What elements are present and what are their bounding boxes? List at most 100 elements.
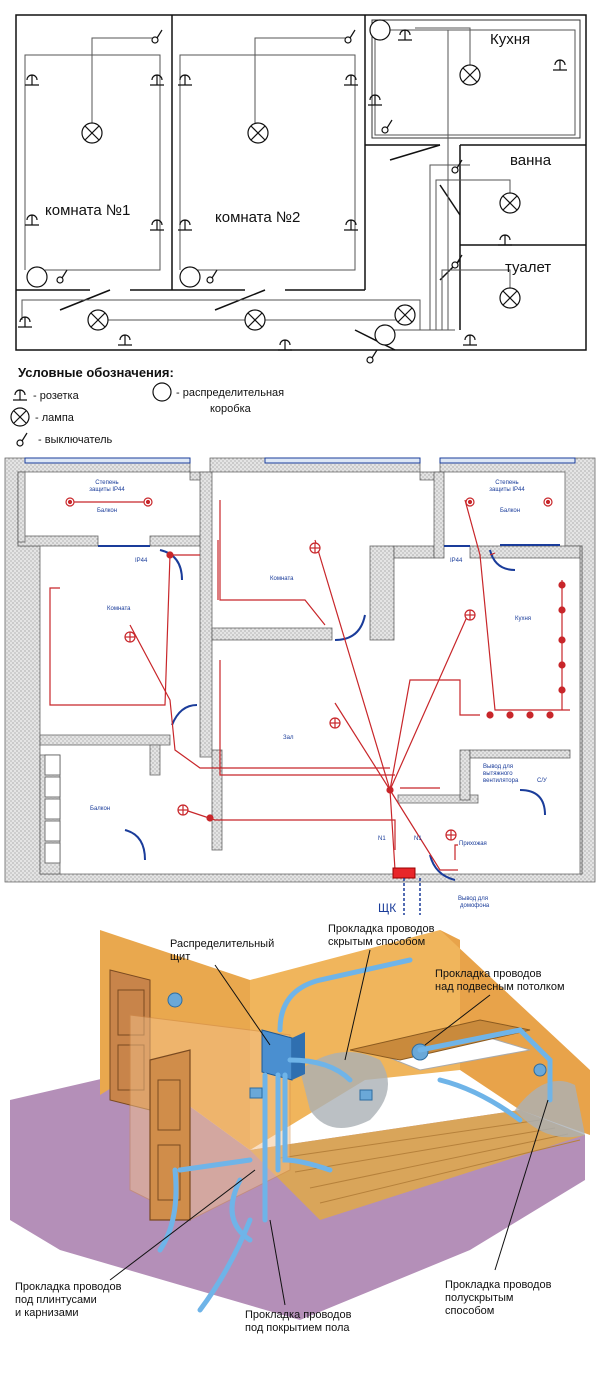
label-bath: ванна [510,152,552,169]
distribution-panel-icon [261,1029,293,1081]
doors-windows [98,544,560,881]
balcony-protection-left-1: Степень [95,480,118,486]
plan1-svg: комната №1 комната №2 Кухня ванна туалет… [10,14,587,447]
label-bathroom: С/У [537,778,547,784]
junction-box-icon [386,786,394,794]
socket-icon [18,316,32,328]
label-room-top: Комната [270,576,294,582]
electrical-panel-icon [392,867,416,879]
label-panel-1: Распределительный [170,938,274,950]
socket-icon [278,339,292,351]
lamp-icon [499,287,521,309]
socket-icon [398,29,412,41]
junction-box-icon [179,266,201,288]
door-panel-icon [157,1079,181,1131]
label-semi-3: способом [445,1305,494,1317]
wiring-plan-schematic: комната №1 комната №2 Кухня ванна туалет… [0,0,600,450]
socket-box-icon [359,1089,373,1101]
socket-icon [25,74,39,86]
socket-icon [344,219,358,231]
label-ip44-right: IP44 [450,558,463,564]
door-bath [439,184,461,216]
lamp-icon [445,829,457,841]
wire-conduits [157,957,553,1313]
label-baseboard-1: Прокладка проводов [15,1281,122,1293]
label-baseboard-3: и карнизами [15,1307,79,1319]
label-storage: Балкон [90,806,110,812]
switch-icon [344,29,356,44]
label-semi-2: полускрытым [445,1292,513,1304]
plan1-lamps [81,64,521,331]
wall-boxes [167,992,547,1101]
switch-icon [151,29,163,44]
label-ceiling-1: Прокладка проводов [435,968,542,980]
junction-box-icon [374,324,396,346]
label-floor-1: Прокладка проводов [245,1309,352,1321]
socket-icon [368,94,382,106]
wall-cutout-right [515,1080,585,1138]
label-panel: ЩК [378,901,396,915]
lamp-icon [124,631,136,643]
lamp-icon [247,122,269,144]
leader-lines [109,949,549,1306]
kitchen-inner [371,19,581,139]
switch-icon [451,159,463,174]
label-ceiling-2: над подвесным потолком [435,981,565,993]
label-kitchen: Кухня [490,31,530,48]
junction-box-icon [167,992,183,1008]
balcony-rail-mid [264,457,421,464]
label-n1-a: N1 [378,836,386,842]
label-toilet: туалет [505,259,551,276]
socket-box-icon [249,1087,263,1099]
lamp-icon [329,717,341,729]
label-hidden-1: Прокладка проводов [328,923,435,935]
socket-icon [178,219,192,231]
lamp-icon [394,304,416,326]
distribution-panel-side [292,1032,305,1080]
vent-line-3: вентилятора [483,778,519,784]
label-baseboard-2: под плинтусами [15,1294,97,1306]
lamp-icon [465,497,475,507]
balcony-protection-left-2: защиты IP44 [89,487,125,493]
plan1-outer-wall [15,14,587,351]
door-kitchen [389,144,441,161]
junction-box-icon [369,19,391,41]
lamp-icon [143,497,153,507]
vent-line-1: Вывод для [483,764,513,770]
plan1-switches [56,29,463,364]
lamp-icon [459,64,481,86]
wiring-plan-apartment: Степень защиты IP44 Балкон Степень защит… [0,450,600,920]
socket-icon [553,59,567,71]
storage-shelves [44,754,61,864]
plan1-sockets [18,29,567,351]
balcony-protection-right-1: Степень [495,480,518,486]
legend-box-1: - распределительная [176,387,284,399]
door-entrance [354,329,396,351]
label-semi-1: Прокладка проводов [445,1279,552,1291]
inner-walls [17,471,583,875]
socket-icon [463,334,477,346]
lamp-icon [464,609,476,621]
lamp-icon [309,542,321,554]
intercom-line-2: домофона [460,903,490,909]
label-balcony-right: Балкон [500,508,520,514]
lamp-icon [506,711,514,719]
junction-box-icon [166,551,174,559]
label-panel-2: щит [170,951,190,963]
switch-icon [381,119,393,134]
label-balcony-left: Балкон [97,508,117,514]
label-n1-b: N1 [414,836,422,842]
socket-icon [178,74,192,86]
lamp-icon [499,192,521,214]
lamp-icon [81,122,103,144]
plan2-svg: Степень защиты IP44 Балкон Степень защит… [4,457,596,915]
plan2-fixtures [65,497,566,841]
label-room-left: Комната [107,606,131,612]
socket-icon [25,214,39,226]
balcony-protection-right-2: защиты IP44 [489,487,525,493]
plan1-boxes [26,19,396,346]
wiring-methods-illustration: Распределительный щит Прокладка проводов… [0,920,600,1384]
label-hallway: Прихожая [459,841,487,847]
lamp-icon [206,814,214,822]
label-hall: Зал [283,735,294,741]
